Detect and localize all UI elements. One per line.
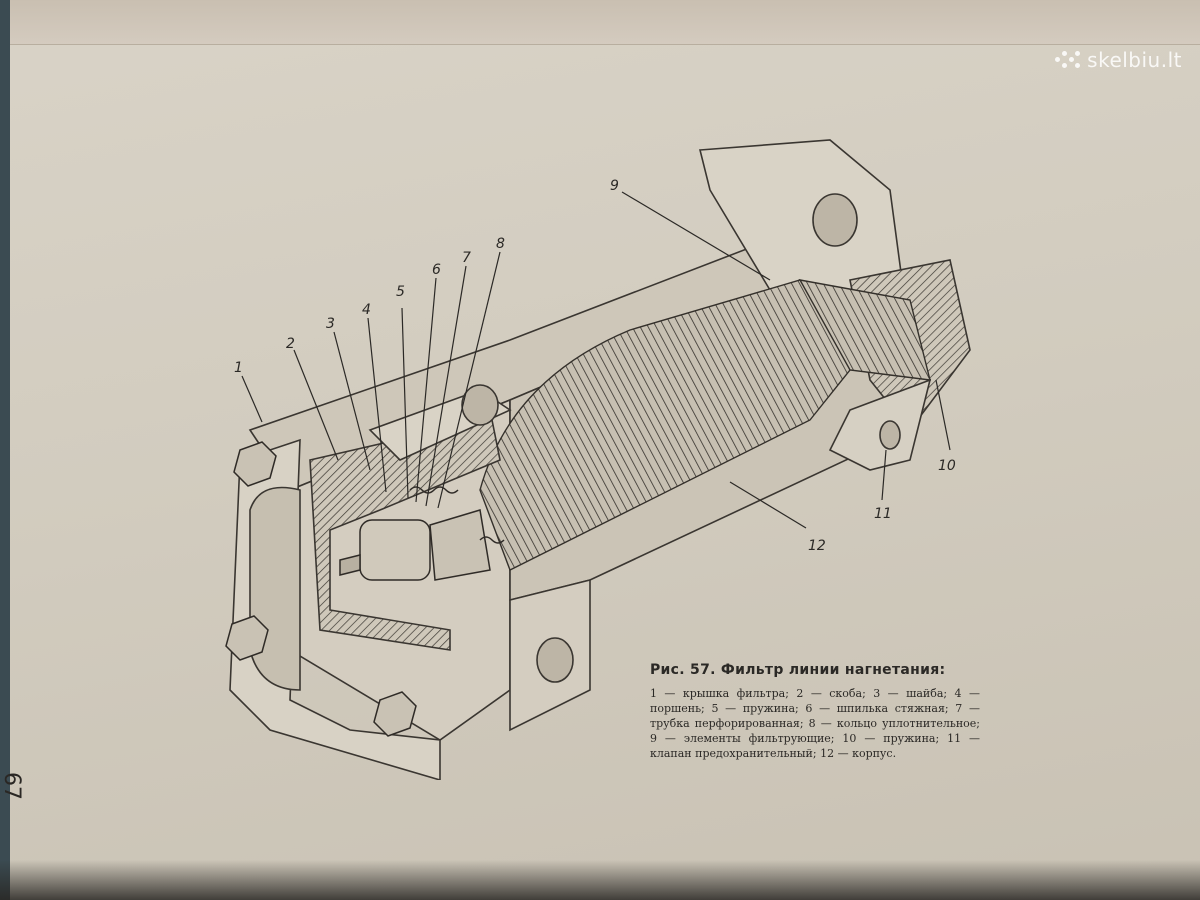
callout-3: 3 [326,316,335,332]
callout-8: 8 [496,236,505,252]
figure-title: Рис. 57. Фильтр линии нагнетания: [650,662,946,678]
callout-12: 12 [808,538,826,554]
watermark-text: skelbiu.lt [1087,48,1182,72]
callout-7: 7 [462,250,471,266]
watermark-logo-icon [1055,50,1081,70]
page-number: 67 [0,772,24,800]
page-bottom-shadow [0,860,1200,900]
safety-valve-bracket [828,378,932,471]
previous-page-edge [0,0,1200,45]
book-cover-edge [0,0,10,900]
callout-11: 11 [874,506,892,522]
filter-cutaway-illustration: 1 2 3 4 5 6 7 8 9 10 11 12 [225,139,971,780]
figure-caption: Рис. 57. Фильтр линии нагнетания: 1 — кр… [650,662,980,761]
callout-2: 2 [286,336,295,352]
callout-1: 1 [234,360,243,376]
piston-assembly [339,486,505,581]
callout-6: 6 [432,262,441,278]
hex-bolts [225,441,417,737]
callout-9: 9 [610,178,619,194]
callout-4: 4 [362,302,371,318]
figure-legend: 1 — крышка фильтра; 2 — скоба; 3 — шайба… [650,687,980,760]
watermark: skelbiu.lt [1055,48,1182,72]
callout-5: 5 [396,284,405,300]
callout-10: 10 [938,458,956,474]
filtering-elements [479,279,931,571]
callout-leader-lines [241,191,951,529]
